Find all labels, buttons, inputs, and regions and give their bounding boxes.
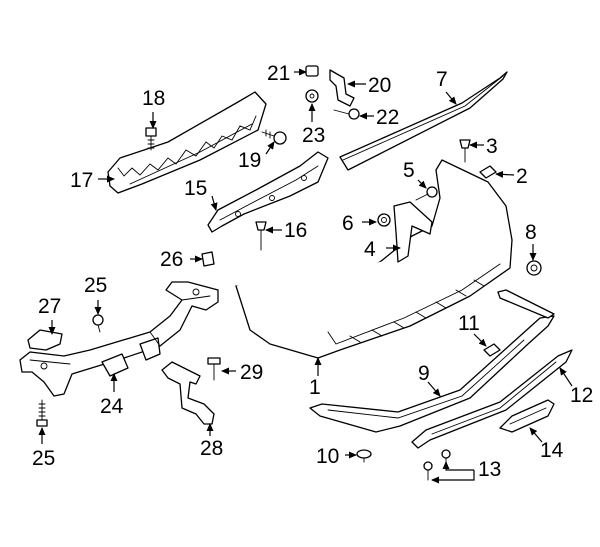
part-lower-valance bbox=[309, 315, 555, 433]
callout-15: 15 bbox=[184, 177, 207, 200]
part-bolt-25a bbox=[92, 314, 104, 333]
part-nut-8 bbox=[526, 260, 542, 276]
callout-7: 7 bbox=[436, 68, 448, 91]
part-clip-2 bbox=[479, 165, 497, 179]
callout-6: 6 bbox=[342, 212, 354, 235]
part-lower-strip bbox=[411, 349, 573, 449]
part-pin-10 bbox=[356, 449, 372, 463]
part-bolt-25b bbox=[36, 399, 48, 427]
callout-14: 14 bbox=[540, 439, 564, 462]
callout-20: 20 bbox=[368, 74, 391, 97]
callout-10: 10 bbox=[316, 445, 339, 468]
part-pins-13 bbox=[423, 449, 451, 481]
part-bolt-5 bbox=[415, 186, 438, 201]
callout-23: 23 bbox=[302, 124, 325, 147]
callout-8: 8 bbox=[525, 221, 537, 244]
part-pin-16 bbox=[255, 221, 267, 251]
callout-4: 4 bbox=[364, 238, 376, 261]
part-bumper-lip bbox=[497, 289, 555, 319]
callout-17: 17 bbox=[70, 169, 93, 192]
callout-1: 1 bbox=[309, 376, 321, 399]
part-nut-23 bbox=[305, 89, 319, 103]
part-hitch-bracket bbox=[161, 361, 215, 425]
part-pin-3 bbox=[459, 139, 471, 163]
callout-29: 29 bbox=[240, 361, 263, 384]
callout-24: 24 bbox=[100, 395, 124, 418]
callout-2: 2 bbox=[516, 165, 528, 188]
part-nut-6 bbox=[377, 213, 391, 227]
part-energy-absorber bbox=[107, 91, 267, 194]
leader-lines bbox=[38, 68, 573, 484]
callout-3: 3 bbox=[486, 135, 498, 158]
callout-26: 26 bbox=[160, 248, 183, 271]
callout-19: 19 bbox=[238, 149, 261, 172]
callout-11: 11 bbox=[458, 312, 480, 335]
part-bumper-cover bbox=[235, 159, 513, 359]
callout-25-upper: 25 bbox=[84, 274, 107, 297]
callout-13: 13 bbox=[478, 458, 501, 481]
callout-18: 18 bbox=[142, 87, 165, 110]
callout-28: 28 bbox=[200, 437, 223, 460]
part-clip-26 bbox=[201, 251, 215, 267]
part-bolt-19 bbox=[261, 129, 287, 145]
callout-25-lower: 25 bbox=[32, 447, 55, 470]
part-trailer-hitch bbox=[19, 281, 219, 397]
part-hitch-clip bbox=[27, 329, 63, 351]
part-bumper-bracket bbox=[207, 151, 329, 233]
callout-5: 5 bbox=[403, 159, 415, 182]
callout-12: 12 bbox=[570, 384, 593, 407]
callout-22: 22 bbox=[376, 106, 399, 129]
part-nut-21 bbox=[305, 65, 319, 77]
callout-9: 9 bbox=[418, 362, 430, 385]
part-bolt-29 bbox=[207, 357, 221, 381]
part-bolt-22 bbox=[333, 108, 360, 120]
callout-27: 27 bbox=[38, 295, 61, 318]
callout-21: 21 bbox=[267, 62, 290, 85]
part-reinforcement-bar bbox=[339, 71, 508, 171]
part-reflector bbox=[499, 399, 555, 433]
callout-16: 16 bbox=[284, 219, 307, 242]
callout-numbers: 1 2 3 4 5 6 7 8 9 10 11 12 13 14 15 16 1… bbox=[32, 62, 593, 481]
part-side-bracket bbox=[393, 201, 433, 263]
part-clip-11 bbox=[483, 343, 501, 357]
part-bracket-20 bbox=[329, 69, 355, 107]
